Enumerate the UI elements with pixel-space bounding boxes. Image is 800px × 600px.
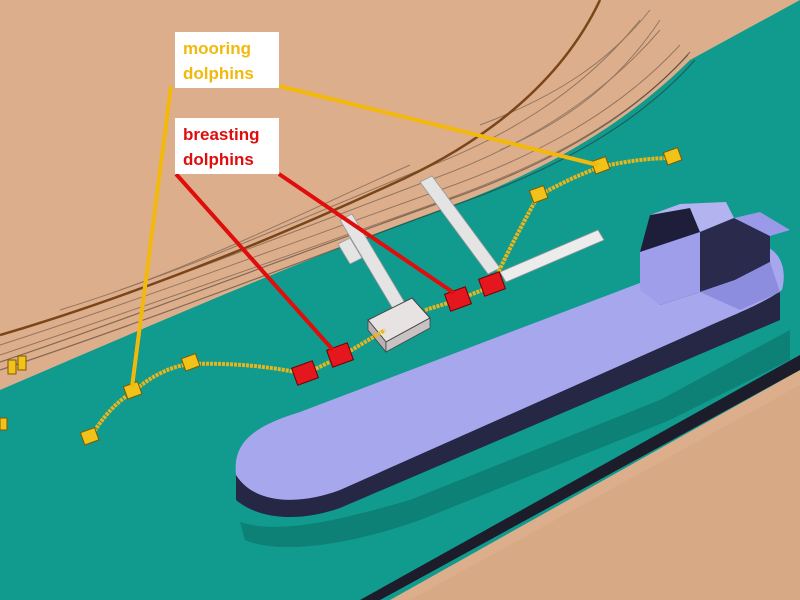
mooring-dolphins-label: mooring dolphins (175, 32, 279, 88)
tanker-hull-deck (235, 243, 784, 500)
hillside-contours-dark (0, 51, 696, 371)
mooring-label-line1: mooring (183, 39, 251, 58)
left-edge-structures (0, 355, 27, 431)
shore-rail-line (0, 0, 602, 337)
breasting-callout-lines (174, 172, 456, 352)
mooring-label-line2: dolphins (183, 64, 254, 83)
breasting-dolphin-icon (477, 271, 507, 297)
breasting-dolphin-icon (290, 360, 320, 386)
breasting-dolphins (290, 271, 507, 386)
trestle-right (419, 175, 501, 275)
mooring-dolphin-icon (528, 184, 549, 204)
mooring-dolphin-icon (79, 426, 100, 446)
mooring-callout-lines (130, 84, 599, 388)
breasting-label-line2: dolphins (183, 150, 254, 169)
far-shore-edge (360, 355, 800, 600)
far-shore-sand (410, 385, 800, 600)
mooring-dolphins (79, 146, 683, 446)
tanker-ship-icon (235, 202, 790, 518)
mooring-dolphin-icon (662, 146, 683, 166)
tanker-superstructure (640, 202, 790, 310)
mooring-dolphin-icon (180, 352, 201, 372)
breasting-dolphins-label: breasting dolphins (175, 118, 279, 174)
mooring-dolphin-icon (590, 155, 611, 175)
breasting-label-line1: breasting (183, 125, 260, 144)
approach-causeway (499, 229, 605, 283)
